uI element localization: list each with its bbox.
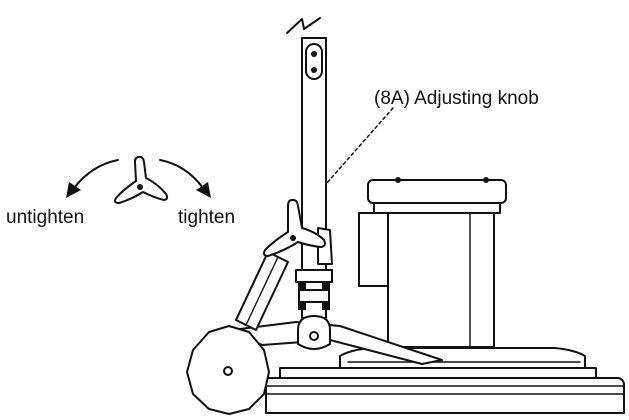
rotation-legend: untighten tighten <box>6 155 235 228</box>
tighten-arrow-icon <box>159 159 204 189</box>
transport-wheel <box>186 325 270 415</box>
untighten-arrow-icon <box>73 159 119 189</box>
knob-legend-icon <box>114 155 169 204</box>
linkage-arm <box>235 251 289 331</box>
untighten-arrowhead-icon <box>66 182 81 198</box>
untighten-label: untighten <box>6 207 84 228</box>
adjusting-knob-icon[interactable] <box>263 198 326 257</box>
pivot-housing <box>297 315 331 350</box>
tighten-arrowhead-icon <box>196 182 211 198</box>
machine-illustration <box>186 17 625 415</box>
adjusting-knob-callout: (8A) Adjusting knob <box>374 88 539 109</box>
motor-housing <box>358 177 507 348</box>
machine-base <box>265 347 625 414</box>
tighten-label: tighten <box>178 207 235 228</box>
handle-slot <box>305 43 323 80</box>
